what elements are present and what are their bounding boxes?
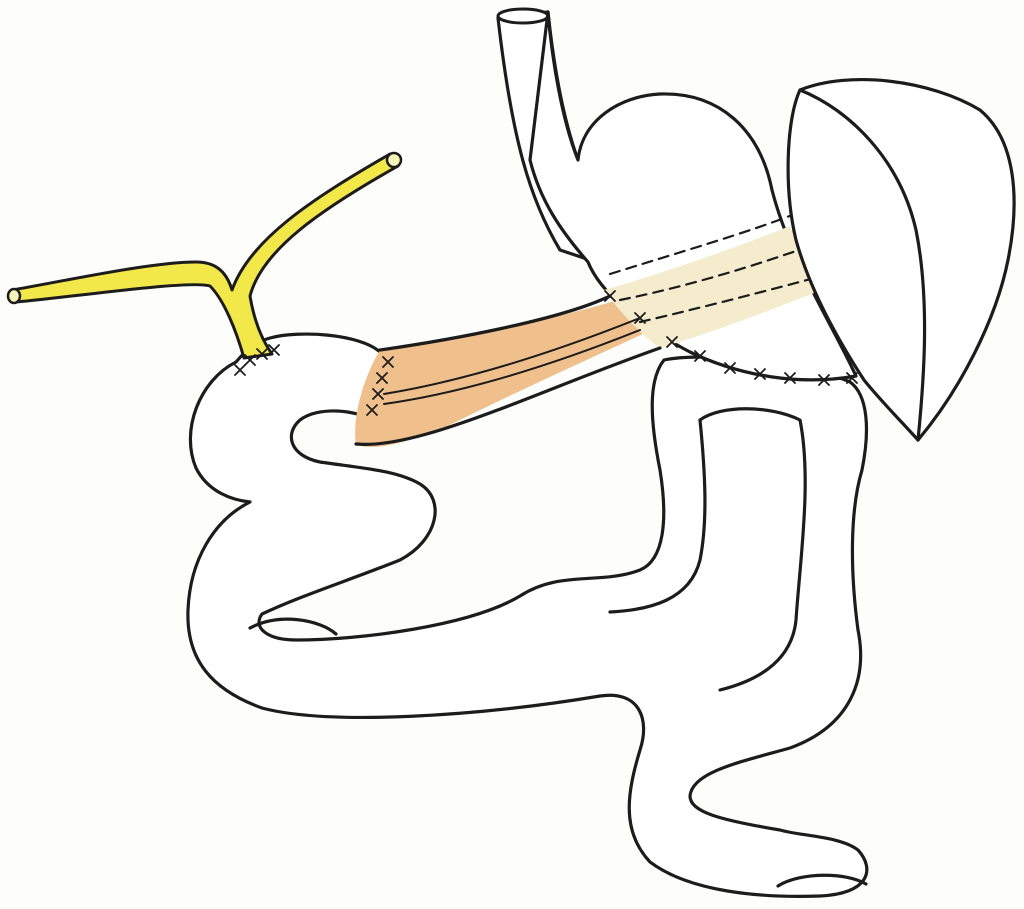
jejunal-loop <box>188 334 867 896</box>
bile-duct <box>12 154 398 358</box>
bile-duct-end <box>8 289 20 303</box>
esophagus-opening <box>498 9 548 23</box>
bile-duct-end <box>387 153 401 167</box>
